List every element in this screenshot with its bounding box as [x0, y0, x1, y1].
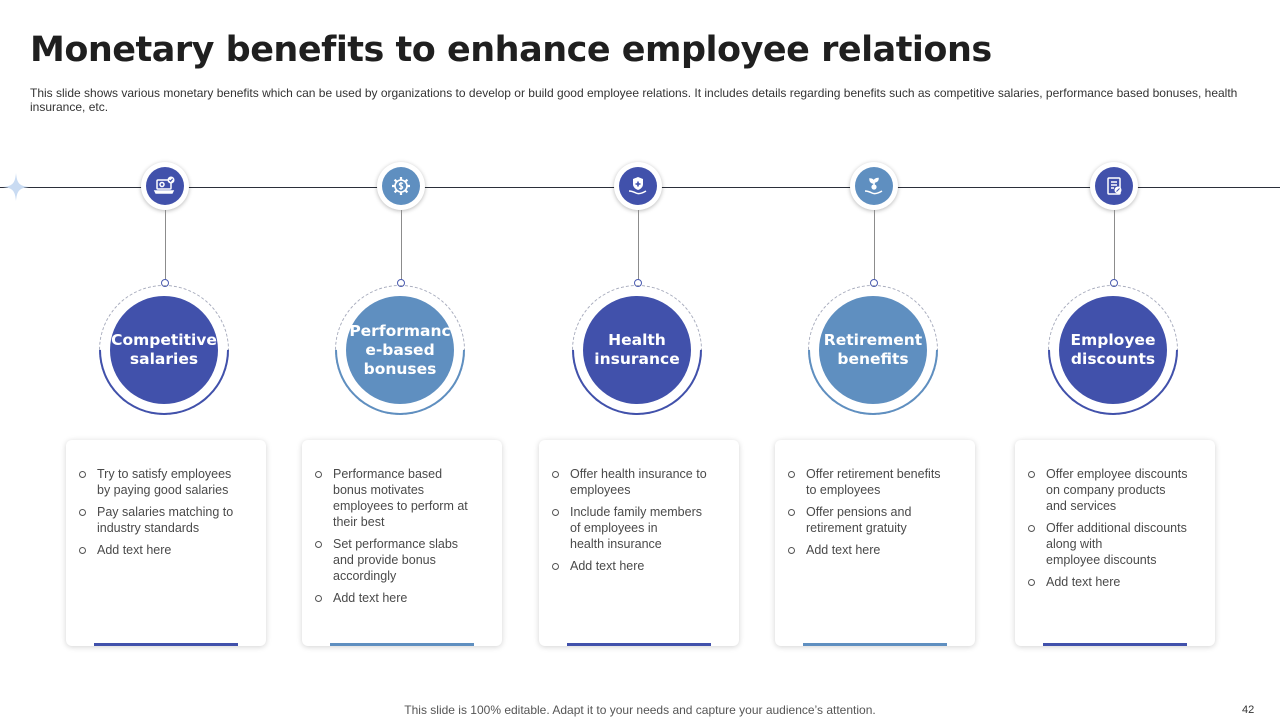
bullet-item: Offer retirement benefits to employees	[788, 466, 953, 498]
benefit-card: Offer employee discounts on company prod…	[1015, 440, 1215, 646]
bullet-list: Offer retirement benefits to employees O…	[775, 440, 975, 558]
bullet-item: Set performance slabs and provide bonus …	[315, 536, 480, 584]
benefit-title: Competitive salaries	[110, 296, 218, 404]
hand-plant-coin-icon	[864, 177, 883, 195]
benefit-column-competitive-salaries: Competitive salaries Try to satisfy empl…	[46, 0, 286, 720]
benefit-column-retirement-benefits: Retirement benefits Offer retirement ben…	[755, 0, 995, 720]
hand-shield-icon	[628, 177, 647, 195]
bullet-list: Offer employee discounts on company prod…	[1015, 440, 1215, 590]
dashed-ring	[1048, 285, 1178, 415]
dashed-ring	[99, 285, 229, 415]
icon-badge	[1090, 162, 1138, 210]
benefit-title: Performanc e-based bonuses	[346, 296, 454, 404]
icon-badge	[614, 162, 662, 210]
dashed-ring	[335, 285, 465, 415]
icon-badge	[377, 162, 425, 210]
page-number: 42	[1242, 704, 1255, 716]
page-title: Monetary benefits to enhance employee re…	[30, 30, 992, 70]
bullet-list: Try to satisfy employees by paying good …	[66, 440, 266, 558]
bullet-item: Include family members of employees in h…	[552, 504, 717, 552]
bullet-item: Add text here	[315, 590, 480, 606]
connector-line	[638, 210, 639, 280]
card-accent-bar	[330, 643, 474, 646]
benefit-card: Offer retirement benefits to employees O…	[775, 440, 975, 646]
benefit-card: Performance based bonus motivates employ…	[302, 440, 502, 646]
sparkle-star-icon	[3, 173, 29, 201]
icon-badge	[141, 162, 189, 210]
bullet-item: Offer pensions and retirement gratuity	[788, 504, 953, 536]
benefit-column-employee-discounts: Employee discounts Offer employee discou…	[995, 0, 1235, 720]
bullet-item: Performance based bonus motivates employ…	[315, 466, 480, 530]
card-accent-bar	[803, 643, 947, 646]
bullet-list: Performance based bonus motivates employ…	[302, 440, 502, 606]
benefit-card: Try to satisfy employees by paying good …	[66, 440, 266, 646]
bullet-item: Offer employee discounts on company prod…	[1028, 466, 1193, 514]
connector-line	[401, 210, 402, 280]
benefit-card: Offer health insurance to employees Incl…	[539, 440, 739, 646]
bullet-item: Add text here	[1028, 574, 1193, 590]
card-accent-bar	[1043, 643, 1187, 646]
footer-note: This slide is 100% editable. Adapt it to…	[404, 703, 876, 717]
gear-dollar-icon	[392, 177, 410, 195]
dashed-ring	[572, 285, 702, 415]
connector-line	[1114, 210, 1115, 280]
card-accent-bar	[567, 643, 711, 646]
benefit-title: Employee discounts	[1059, 296, 1167, 404]
laptop-salary-icon	[153, 176, 175, 194]
icon-badge	[850, 162, 898, 210]
connector-line	[874, 210, 875, 280]
slide-description: This slide shows various monetary benefi…	[30, 86, 1238, 114]
bullet-item: Add text here	[788, 542, 953, 558]
bullet-item: Offer additional discounts along with em…	[1028, 520, 1193, 568]
bullet-item: Offer health insurance to employees	[552, 466, 717, 498]
benefit-title: Health insurance	[583, 296, 691, 404]
connector-line	[165, 210, 166, 280]
bullet-list: Offer health insurance to employees Incl…	[539, 440, 739, 574]
bullet-item: Add text here	[79, 542, 244, 558]
dashed-ring	[808, 285, 938, 415]
bullet-item: Pay salaries matching to industry standa…	[79, 504, 244, 536]
discount-receipt-icon	[1107, 177, 1122, 195]
card-accent-bar	[94, 643, 238, 646]
benefit-column-performance-bonuses: Performanc e-based bonuses Performance b…	[282, 0, 522, 720]
benefit-title: Retirement benefits	[819, 296, 927, 404]
bullet-item: Try to satisfy employees by paying good …	[79, 466, 244, 498]
bullet-item: Add text here	[552, 558, 717, 574]
benefit-column-health-insurance: Health insurance Offer health insurance …	[519, 0, 759, 720]
